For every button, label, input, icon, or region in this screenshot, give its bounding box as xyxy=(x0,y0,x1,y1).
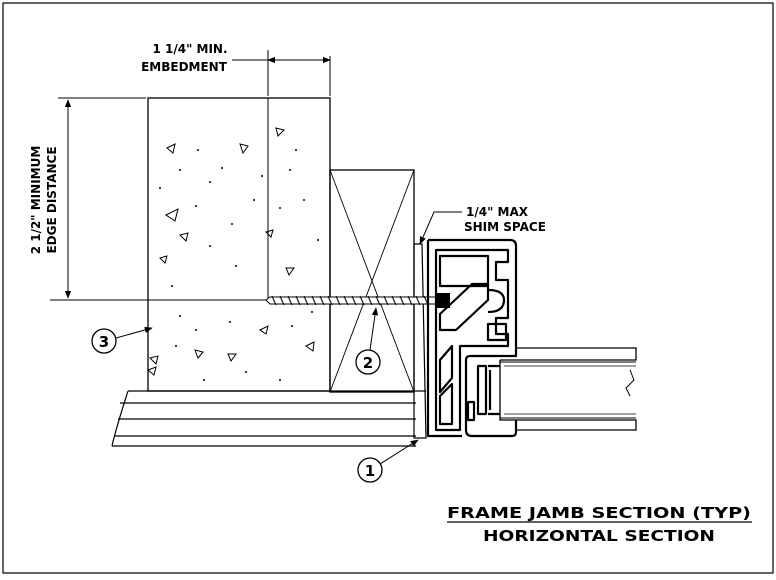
shim xyxy=(413,243,427,439)
drawing-title-line1: FRAME JAMB SECTION (TYP) xyxy=(447,504,751,522)
wood-buck-diagonal-2 xyxy=(329,169,415,393)
drawing-title-line2: HORIZONTAL SECTION xyxy=(483,527,715,545)
shim-space-label-line2: SHIM SPACE xyxy=(464,220,546,234)
shim-space-label-line1: 1/4" MAX xyxy=(466,205,529,219)
floor-substrate xyxy=(111,390,426,447)
edge-distance-dimension xyxy=(50,97,266,301)
callout-1-number: 1 xyxy=(365,462,375,480)
callout-1: 1 xyxy=(357,439,419,483)
concrete-wall xyxy=(147,97,331,392)
edge-distance-label-line2: EDGE DISTANCE xyxy=(45,146,59,253)
concrete-outline xyxy=(147,97,331,392)
embedment-label-line1: 1 1/4" MIN. xyxy=(152,42,227,56)
callout-2: 2 xyxy=(355,307,381,375)
callout-3: 3 xyxy=(91,326,153,354)
edge-distance-label-line1: 2 1/2" MINIMUM xyxy=(29,146,43,255)
screw-anchor xyxy=(265,293,450,308)
aggregate-triangles xyxy=(147,127,315,376)
aluminum-frame xyxy=(426,238,518,438)
callout-3-number: 3 xyxy=(99,333,109,351)
callout-2-number: 2 xyxy=(363,354,373,372)
shim-space-leader xyxy=(419,211,462,245)
embedment-label-line2: EMBEDMENT xyxy=(141,60,228,74)
glazing-unit xyxy=(499,347,637,431)
aggregate-dots xyxy=(159,149,319,381)
embedment-dimension xyxy=(232,50,331,96)
